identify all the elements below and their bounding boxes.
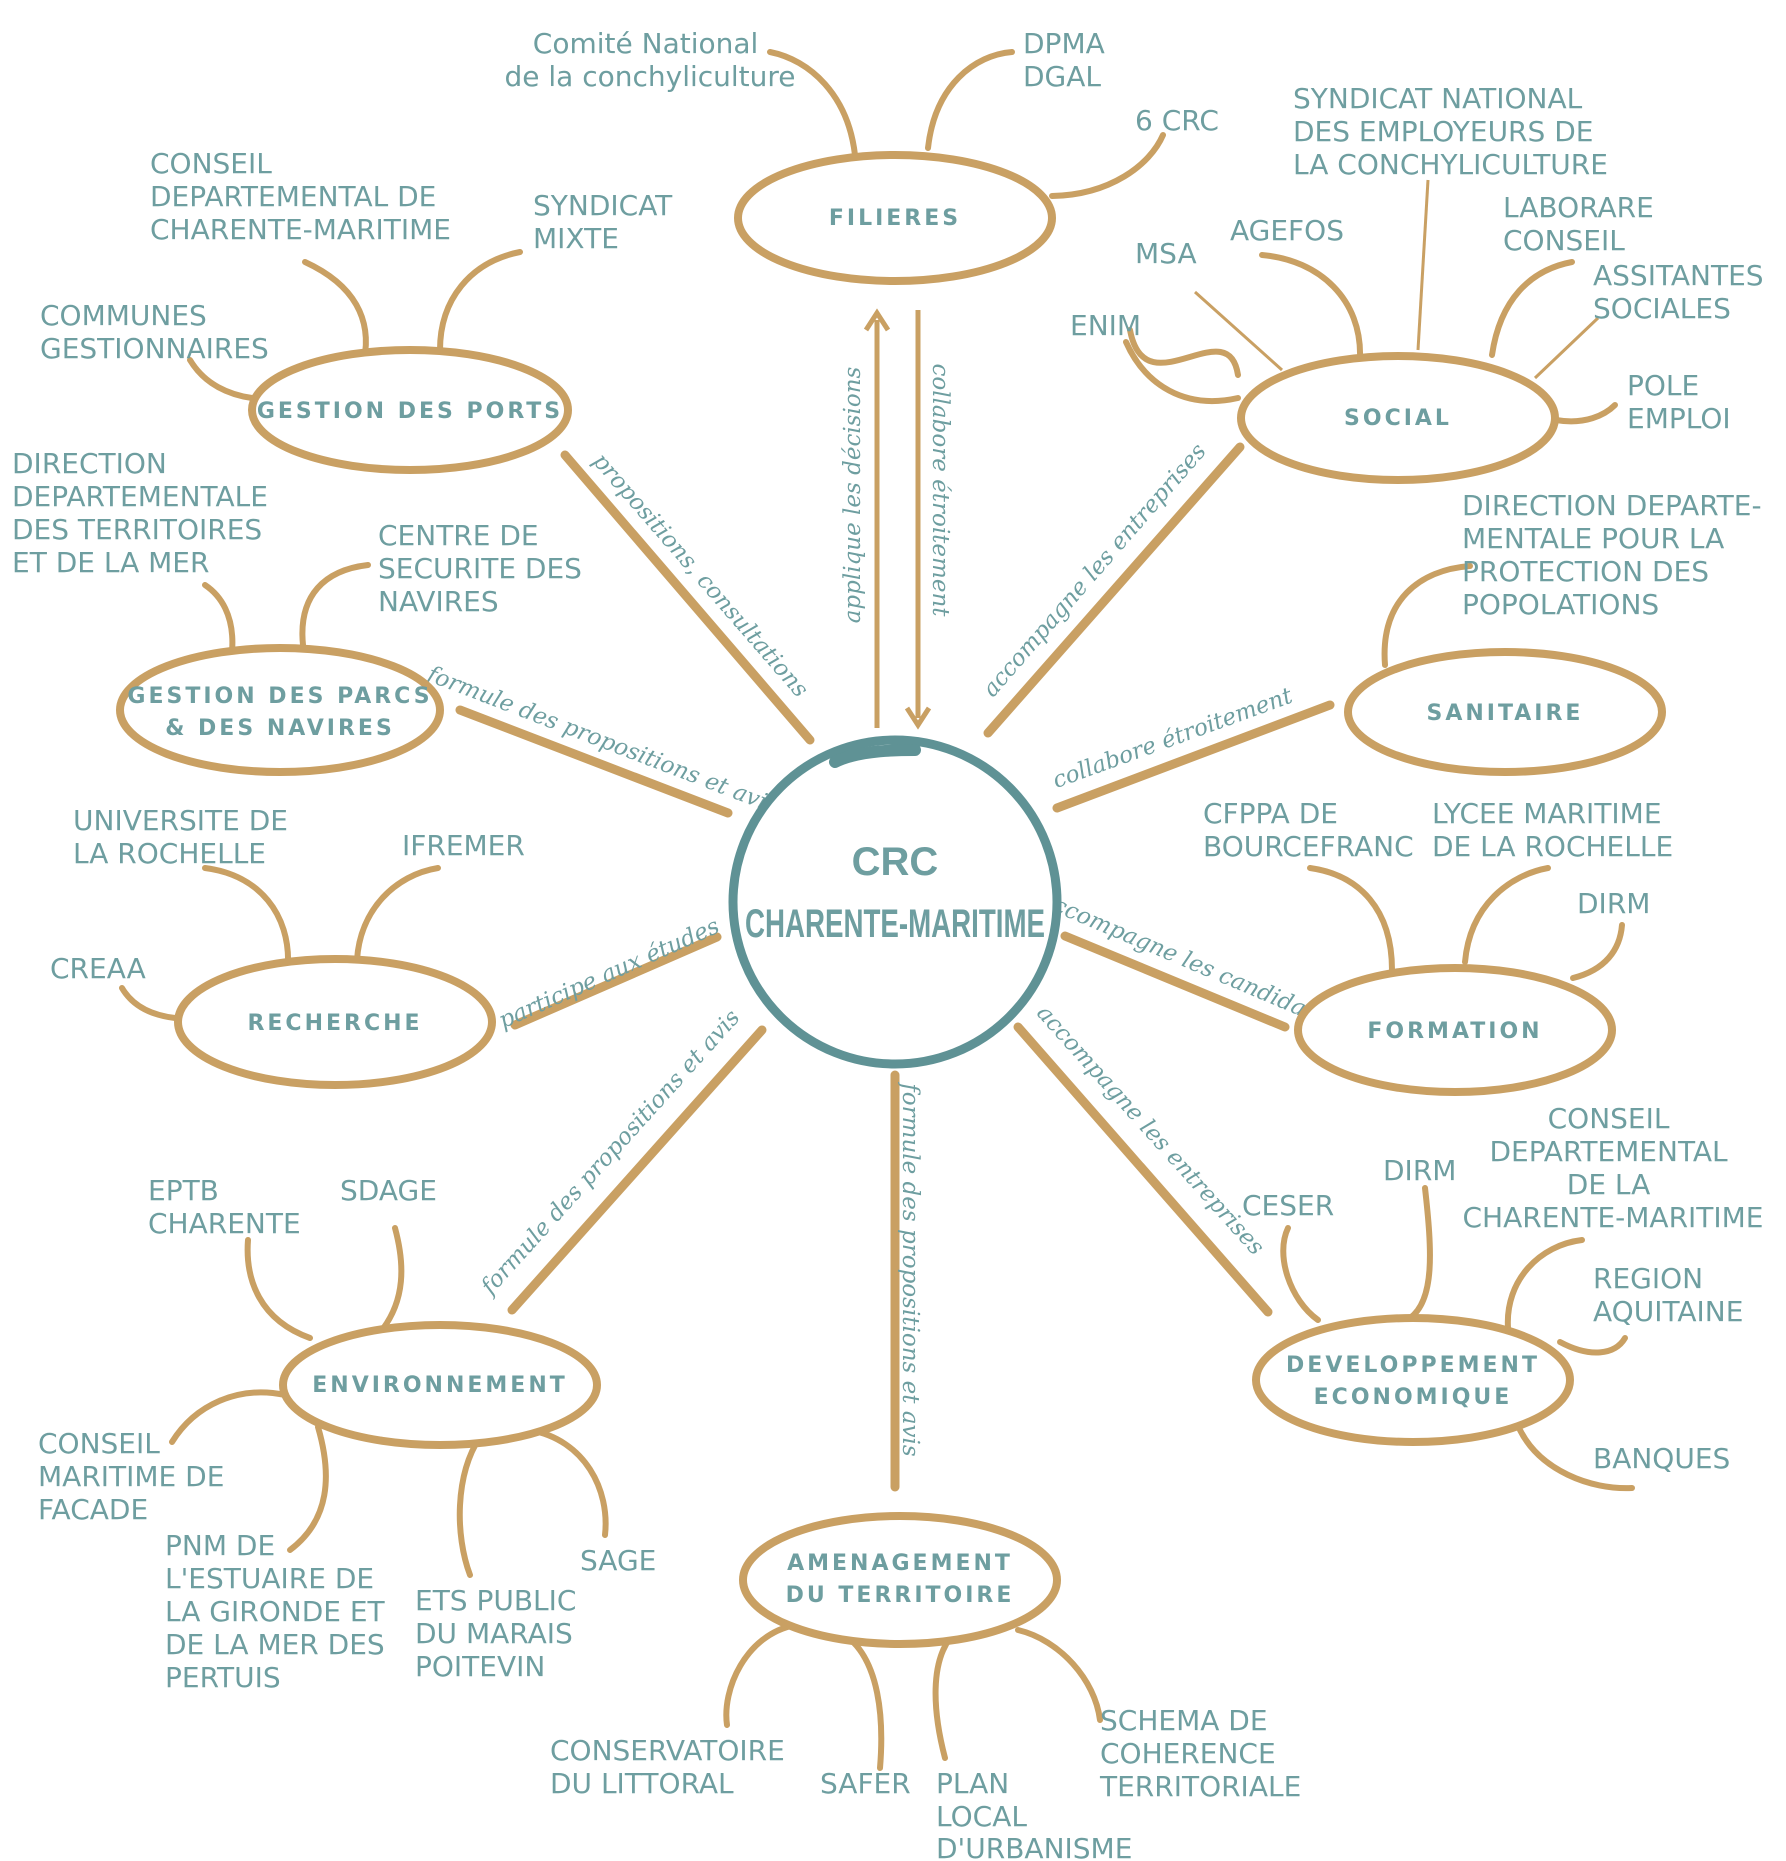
hub-label-formation: FORMATION [1367, 1019, 1542, 1044]
leaf-conseil-dep-eco: CONSEIL DEPARTEMENTAL DE LA CHARENTE-MAR… [1463, 1102, 1764, 1234]
leaf-universite: UNIVERSITE DE LA ROCHELLE [73, 804, 297, 870]
center-ring [728, 735, 1062, 1069]
leaf-ceser: CESER [1242, 1189, 1334, 1222]
leaf-msa: MSA [1135, 237, 1197, 270]
edge-line-formation [1060, 931, 1290, 1032]
center-node: CRC CHARENTE-MARITIME [728, 735, 1062, 1069]
leaf-assistantes: ASSITANTES SOCIALES [1593, 259, 1772, 325]
hub-filieres: FILIERES [734, 151, 1056, 285]
leaf-ddpp: DIRECTION DEPARTE- MENTALE POUR LA PROTE… [1462, 489, 1770, 621]
leaf-pole-emploi: POLE EMPLOI [1627, 369, 1731, 435]
edge-line-environnement [507, 1025, 767, 1315]
leaf-syndicat-national: SYNDICAT NATIONAL DES EMPLOYEURS DE LA C… [1293, 82, 1608, 181]
hub-recherche: RECHERCHE [174, 955, 496, 1089]
leaf-dpma: DPMA DGAL [1023, 27, 1114, 93]
leaf-syndicat-mixte: SYNDICAT MIXTE [533, 189, 681, 255]
hub-social: SOCIAL [1237, 352, 1559, 484]
center-label-line2: CHARENTE-MARITIME [745, 902, 1045, 946]
leaf-laborare: LABORARE CONSEIL [1503, 191, 1663, 257]
branch-curves [119, 49, 1635, 1771]
hub-label-developpement-1: DEVELOPPEMENT [1286, 1353, 1540, 1378]
leaf-6crc: 6 CRC [1135, 104, 1219, 137]
hub-label-ports: GESTION DES PORTS [257, 399, 563, 424]
hub-ports: GESTION DES PORTS [248, 346, 572, 474]
hub-sanitaire: SANITAIRE [1344, 648, 1666, 776]
hub-label-recherche: RECHERCHE [247, 1011, 422, 1036]
edge-label-social: accompagne les entreprises [978, 438, 1212, 702]
edge-label-filieres-up: applique les décisions [840, 367, 866, 624]
edge-line-ports [560, 450, 815, 745]
leaf-sage: SAGE [580, 1544, 656, 1577]
edge-label-recherche: participe aux études [495, 913, 724, 1034]
hub-label-parcs-2: & DES NAVIRES [165, 716, 395, 741]
edge-label-amenagement: formule des propositions et avis [897, 1081, 923, 1457]
edge-label-formation: accompagne les candidats [1036, 887, 1329, 1031]
leaf-csn: CENTRE DE SECURITE DES NAVIRES [378, 519, 591, 618]
edge-line-recherche [510, 932, 722, 1030]
hub-label-developpement-2: ECONOMIQUE [1314, 1385, 1513, 1410]
leaf-communes: COMMUNES GESTIONNAIRES [40, 299, 269, 365]
leaf-cfppa: CFPPA DE BOURCEFRANC [1203, 797, 1414, 863]
leaf-dirm-formation: DIRM [1577, 887, 1650, 920]
leaf-ddtm: DIRECTION DEPARTEMENTALE DES TERRITOIRES… [12, 447, 277, 579]
edge-line-social [983, 442, 1245, 738]
leaf-sdage: SDAGE [340, 1174, 437, 1207]
hub-parcs: GESTION DES PARCS & DES NAVIRES [116, 644, 444, 776]
arrowhead-up-icon [863, 308, 891, 332]
leaf-eptb: EPTB CHARENTE [148, 1174, 301, 1240]
edge-label-developpement: accompagne les entreprises [1031, 1000, 1269, 1260]
leaf-conseil-dep-ports: CONSEIL DEPARTEMENTAL DE CHARENTE-MARITI… [150, 147, 451, 246]
leaf-agefos: AGEFOS [1230, 214, 1344, 247]
leaf-dirm-eco: DIRM [1383, 1154, 1456, 1187]
hub-label-amenagement-1: AMENAGEMENT [787, 1551, 1013, 1576]
hub-label-amenagement-2: DU TERRITOIRE [786, 1583, 1015, 1608]
edge-label-ports: propositions, consultations [587, 448, 813, 703]
leaf-cmf: CONSEIL MARITIME DE FACADE [38, 1427, 233, 1526]
leaf-creaa: CREAA [50, 952, 146, 985]
edge-line-parcs [455, 705, 733, 818]
hub-label-sanitaire: SANITAIRE [1427, 701, 1584, 726]
hub-label-social: SOCIAL [1344, 406, 1452, 431]
hub-label-filieres: FILIERES [829, 206, 961, 231]
spokes [455, 308, 1335, 1492]
arrowhead-down-icon [904, 706, 932, 730]
leaf-scot: SCHEMA DE COHERENCE TERRITORIALE [1099, 1704, 1301, 1803]
leaf-ets-public: ETS PUBLIC DU MARAIS POITEVIN [415, 1584, 585, 1683]
leaf-banques: BANQUES [1593, 1442, 1730, 1475]
leaf-conservatoire: CONSERVATOIRE DU LITTORAL [550, 1734, 794, 1800]
edge-line-sanitaire [1052, 700, 1335, 813]
hub-label-parcs-1: GESTION DES PARCS [127, 684, 432, 709]
leaf-enim: ENIM [1070, 309, 1141, 342]
hub-label-environnement: ENVIRONNEMENT [312, 1373, 568, 1398]
edge-label-environnement: formule des propositions et avis [475, 1005, 746, 1302]
edge-label-filieres-down: collabore étroitement [927, 363, 953, 617]
leaf-lycee: LYCEE MARITIME DE LA ROCHELLE [1432, 797, 1673, 863]
leaf-comite: Comité National de la conchyliculture [504, 27, 795, 93]
hub-formation: FORMATION [1294, 964, 1616, 1096]
edge-label-sanitaire: collabore étroitement [1049, 683, 1296, 794]
leaf-region: REGION AQUITAINE [1593, 1262, 1743, 1328]
leaf-plu: PLAN LOCAL D'URBANISME [936, 1767, 1132, 1861]
leaf-pnm: PNM DE L'ESTUAIRE DE LA GIRONDE ET DE LA… [165, 1529, 394, 1694]
hub-amenagement: AMENAGEMENT DU TERRITOIRE [739, 1512, 1061, 1648]
leaf-labels: Comité National de la conchyliculture DP… [12, 27, 1772, 1861]
leaf-ifremer: IFREMER [402, 829, 525, 862]
edge-label-parcs: formule des propositions et avis [422, 661, 782, 820]
center-label-line1: CRC [852, 840, 939, 884]
hub-developpement: DEVELOPPEMENT ECONOMIQUE [1252, 1314, 1574, 1446]
leaf-safer: SAFER [820, 1767, 911, 1800]
edge-line-developpement [1013, 1022, 1273, 1317]
hub-environnement: ENVIRONNEMENT [279, 1321, 601, 1449]
